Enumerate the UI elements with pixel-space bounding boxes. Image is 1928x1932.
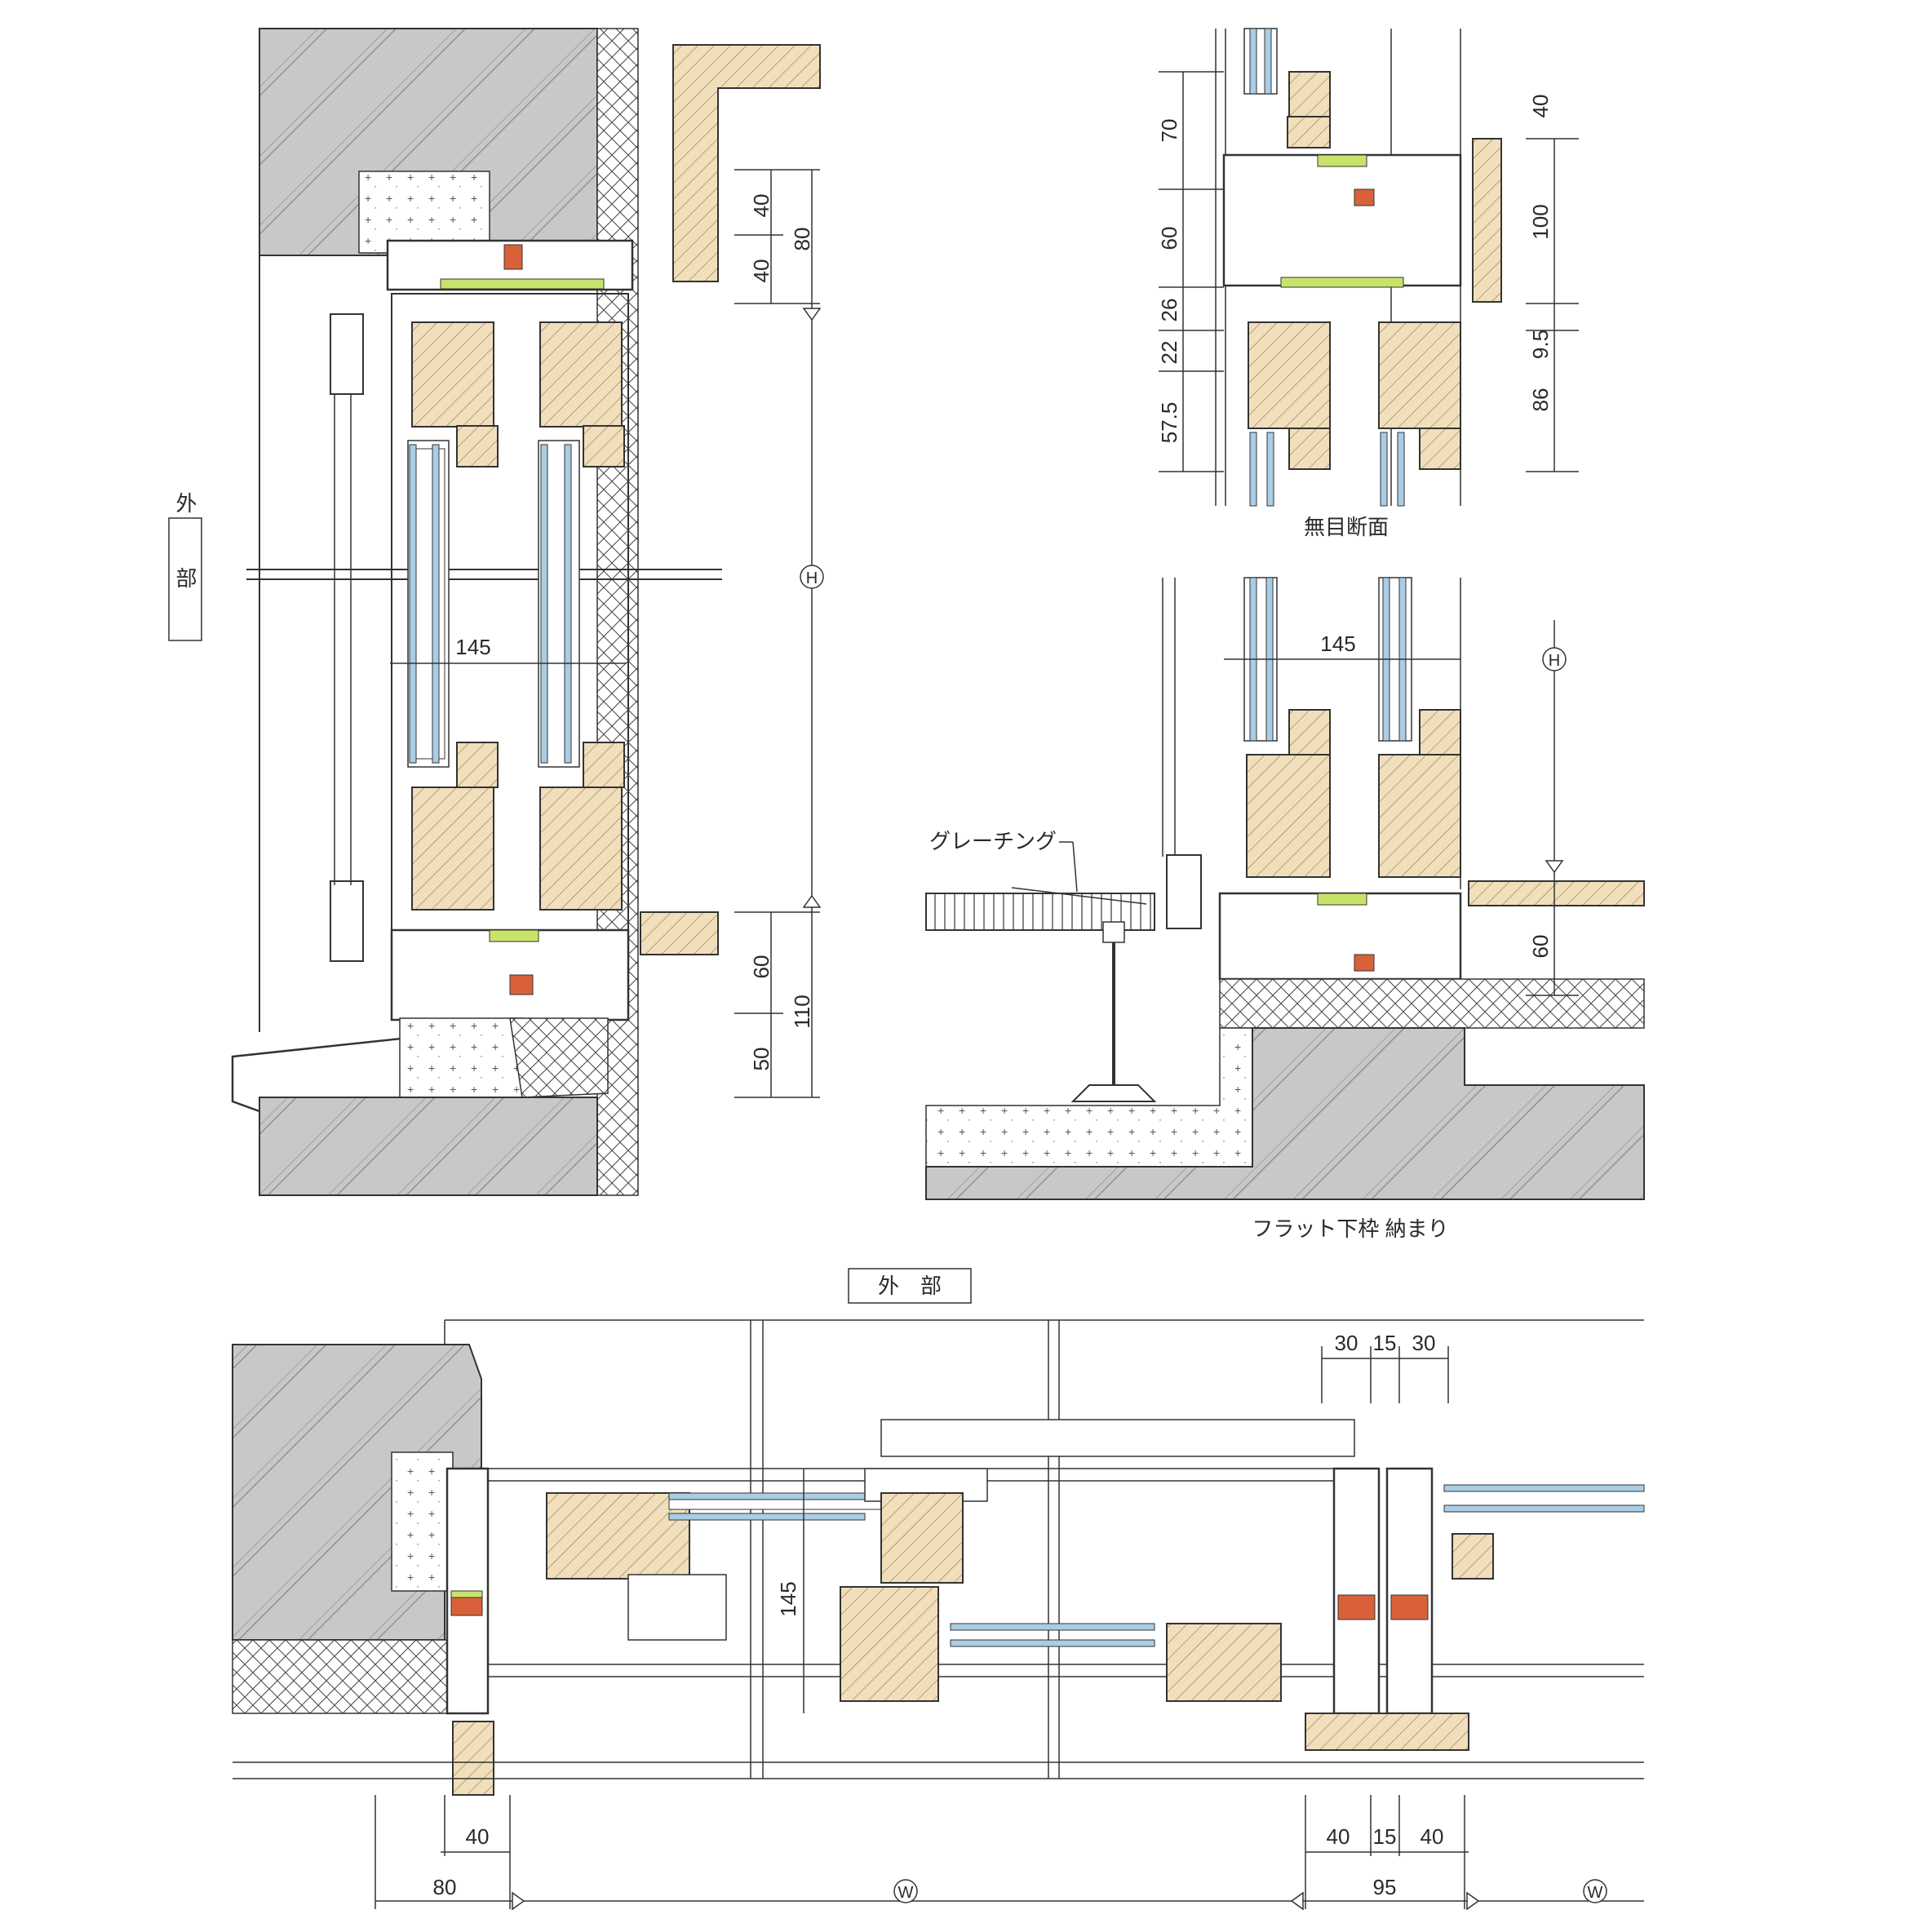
sill-thermal-break	[489, 929, 539, 942]
dim-mullion-70: 70	[1157, 119, 1181, 143]
flat-sill-insulation	[1219, 978, 1645, 1029]
mullion-casing-horizontal	[1305, 1713, 1469, 1751]
width-symbol-right-text: W	[1588, 1884, 1603, 1902]
exterior-label-vertical: 外 部	[168, 492, 202, 641]
height-symbol-flat: H	[1542, 647, 1567, 671]
mullion-frame	[1222, 153, 1462, 287]
sash-b-lock-stile-wood	[1166, 1623, 1282, 1702]
flat-sill-frame	[1218, 892, 1462, 981]
mullion-casing	[1472, 138, 1502, 303]
mullion-sash-b-wood	[1378, 321, 1461, 429]
horizontal-dimensions	[375, 1346, 1644, 1911]
sash-a-stile-wood	[546, 1492, 690, 1580]
dim-flat-60: 60	[1528, 935, 1553, 959]
flat-sill-caption: フラット下枠 納まり	[1252, 1216, 1448, 1241]
head-casing	[672, 44, 821, 282]
dim-h-30a: 30	[1335, 1331, 1358, 1355]
sash-b-bottom-rail-wood	[539, 787, 623, 911]
dim-h-40-left: 40	[466, 1824, 490, 1849]
dim-mullion-100: 100	[1528, 204, 1553, 239]
vertical-dimensions	[390, 169, 822, 1098]
mullion-sash-a-wood	[1248, 321, 1331, 429]
sash-b-glass-inner	[564, 444, 572, 764]
head-thermal-break-red	[503, 244, 523, 270]
width-symbol-right: W	[1583, 1879, 1607, 1903]
height-symbol-flat-text: H	[1549, 652, 1560, 670]
dim-mullion-22: 22	[1157, 341, 1181, 365]
sash-a-glass-h2	[668, 1513, 866, 1521]
height-symbol-vertical: H	[800, 565, 824, 589]
head-mortar	[358, 171, 490, 254]
dim-mullion-26: 26	[1157, 299, 1181, 322]
lower-concrete	[259, 1097, 598, 1196]
mullion-dimensions	[1159, 71, 1579, 472]
dim-h-40-right-b: 40	[1421, 1824, 1444, 1849]
dim-h-15: 15	[1373, 1331, 1397, 1355]
grating-label: グレーチング	[929, 829, 1057, 853]
outer-rail-bottom	[330, 880, 364, 962]
dim-mullion-9-5: 9.5	[1528, 330, 1553, 359]
sash-a-glass-h1	[668, 1492, 866, 1500]
flat-sill-floor-board	[1468, 880, 1645, 906]
outer-rail-top	[330, 313, 364, 395]
dim-frame-145-vertical: 145	[455, 635, 490, 659]
dim-sill-60: 60	[749, 955, 773, 979]
exterior-label-horizontal-text: 外 部	[878, 1274, 942, 1298]
dim-mullion-40: 40	[1528, 95, 1553, 118]
flat-sill-section	[925, 577, 1645, 1200]
grating-support-foot	[1070, 1084, 1157, 1102]
sash-a-bottom-rail-wood	[411, 787, 494, 911]
head-thermal-break	[440, 278, 605, 290]
dim-h-15-bottom: 15	[1373, 1824, 1397, 1849]
horizontal-section	[232, 1319, 1645, 1796]
sash-a-glass-inner	[432, 444, 440, 764]
width-symbol-center-text: W	[898, 1884, 914, 1902]
horizontal-jamb-insulation	[232, 1639, 454, 1714]
dim-mullion-86: 86	[1528, 388, 1553, 412]
dim-head-80: 80	[790, 228, 814, 251]
flat-sill-sash-a-wood	[1246, 754, 1331, 878]
mullion-caption: 無目断面	[1304, 515, 1389, 539]
sash-b-glass-h2	[950, 1639, 1155, 1647]
dim-sill-50: 50	[749, 1048, 773, 1071]
flat-sill-concrete	[925, 1027, 1645, 1200]
flat-sill-dimensions	[1224, 620, 1579, 996]
sash-b-glass-outer	[540, 444, 548, 764]
sash-b-top-rail-wood	[539, 321, 623, 428]
dim-h-95: 95	[1373, 1875, 1397, 1899]
sill-casing	[640, 911, 719, 955]
dim-mullion-57-5: 57.5	[1157, 402, 1181, 444]
sash-a-glass-outer	[409, 444, 417, 764]
exterior-label-horizontal: 外 部	[848, 1268, 972, 1304]
dim-mullion-60: 60	[1157, 227, 1181, 250]
horizontal-jamb-casing	[452, 1721, 494, 1796]
flat-sill-sash-b-wood	[1378, 754, 1461, 878]
dim-h-30b: 30	[1412, 1331, 1436, 1355]
sash-b-stile-wood	[840, 1586, 939, 1702]
dim-head-40a: 40	[749, 194, 773, 218]
dim-sill-110: 110	[790, 995, 814, 1028]
sill-thermal-break-red	[509, 974, 534, 995]
dim-h-40-right-a: 40	[1327, 1824, 1350, 1849]
height-symbol-vertical-text: H	[806, 569, 818, 587]
width-symbol-center: W	[893, 1879, 918, 1903]
dim-h-80: 80	[433, 1875, 457, 1899]
dim-h-145: 145	[776, 1581, 800, 1616]
mullion-section	[1215, 28, 1502, 507]
jamb-frame-center	[1332, 1467, 1381, 1715]
mullion-thermal-break	[1317, 154, 1367, 167]
dim-head-40b: 40	[749, 259, 773, 283]
sash-b-glass-h1	[950, 1623, 1155, 1631]
exterior-label-vertical-text: 外 部	[173, 492, 197, 605]
vertical-section	[231, 28, 821, 1196]
sash-a-top-rail-wood	[411, 321, 494, 428]
dim-frame-145-flat: 145	[1320, 631, 1355, 656]
screen-frame	[880, 1419, 1355, 1457]
